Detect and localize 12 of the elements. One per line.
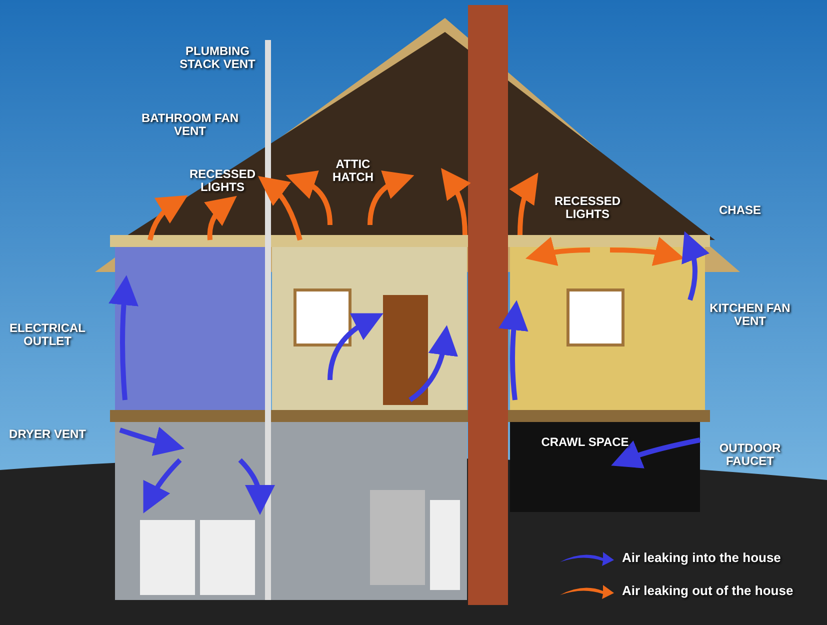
part-label: CRAWL SPACE bbox=[540, 436, 630, 449]
part-label: DRYER VENT bbox=[8, 428, 87, 441]
part-label: ELECTRICAL OUTLET bbox=[8, 322, 86, 348]
legend-text: Air leaking out of the house bbox=[622, 583, 794, 598]
part-label: KITCHEN FAN VENT bbox=[708, 302, 792, 328]
part-label: BATHROOM FAN VENT bbox=[140, 112, 240, 138]
part-label: OUTDOOR FAUCET bbox=[718, 442, 782, 468]
part-label: PLUMBING STACK VENT bbox=[178, 45, 256, 71]
part-label: RECESSED LIGHTS bbox=[553, 195, 622, 221]
part-label: ATTIC HATCH bbox=[331, 158, 375, 184]
part-label: CHASE bbox=[718, 204, 762, 217]
legend-text: Air leaking into the house bbox=[622, 550, 781, 565]
